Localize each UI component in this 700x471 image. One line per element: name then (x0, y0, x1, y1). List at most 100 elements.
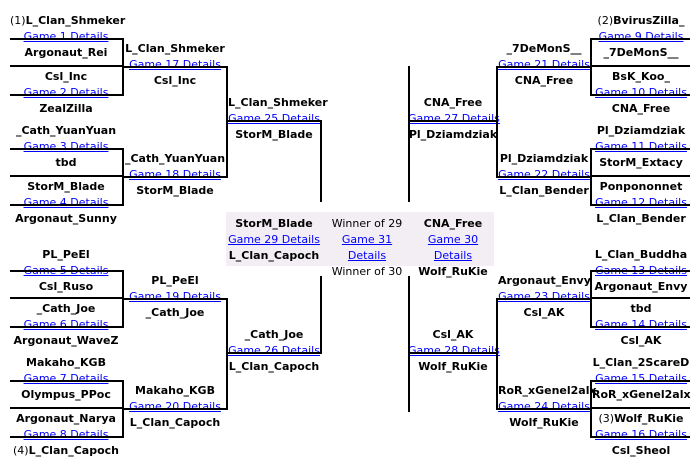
match-game-23: Argonaut_Envy Game 23 Details Csl_AK (498, 273, 591, 321)
game-15-details-link[interactable]: Game 15 Details (595, 372, 687, 385)
game-27-details-link[interactable]: Game 27 Details (408, 112, 500, 125)
game-24-details-link[interactable]: Game 24 Details (498, 400, 590, 413)
game-18-details-link[interactable]: Game 18 Details (129, 168, 221, 181)
match-game-9: (2)BvirusZilla_ Game 9 Details _7DeMonS_… (592, 13, 690, 61)
player-bottom: Csl_Ruso (38, 280, 94, 293)
player-bottom: (4)L_Clan_Capoch (13, 444, 119, 457)
game-12-details-link[interactable]: Game 12 Details (595, 196, 687, 209)
match-game-8: Argonaut_Narya Game 8 Details (4)L_Clan_… (10, 411, 122, 459)
game-16-details-link[interactable]: Game 16 Details (595, 428, 687, 441)
bracket-line (320, 120, 322, 202)
game-6-details-link[interactable]: Game 6 Details (23, 318, 109, 331)
player-top: Makaho_KGB (26, 356, 106, 369)
bracket-line (10, 407, 124, 409)
game-22-details-link[interactable]: Game 22 Details (498, 168, 590, 181)
bracket-line (496, 298, 498, 410)
player-bottom: StorM_Blade (235, 128, 313, 141)
bracket-line (10, 94, 124, 96)
bracket-line (408, 120, 498, 122)
match-game-26: _Cath_Joe Game 26 Details L_Clan_Capoch (228, 327, 320, 375)
finals-panel (226, 212, 494, 266)
match-game-24: RoR_xGenel2alx Game 24 Details Wolf_RuKi… (498, 383, 597, 431)
game-29-details-link[interactable]: Game 29 Details (228, 233, 320, 246)
player-bottom: Wolf_RuKie (418, 360, 488, 373)
match-game-20: Makaho_KGB Game 20 Details L_Clan_Capoch (122, 383, 228, 431)
bracket-line (10, 148, 124, 150)
game-14-details-link[interactable]: Game 14 Details (595, 318, 687, 331)
player-top: (2)BvirusZilla_ (597, 14, 685, 27)
game-7-details-link[interactable]: Game 7 Details (23, 372, 109, 385)
match-game-15: L_Clan_2ScareD Game 15 Details RoR_xGene… (592, 355, 691, 403)
game-1-details-link[interactable]: Game 1 Details (23, 30, 109, 43)
game-4-details-link[interactable]: Game 4 Details (23, 196, 109, 209)
player-top: CNA_Free (423, 217, 483, 230)
player-bottom: RoR_xGenel2alx (592, 388, 691, 401)
game-10-details-link[interactable]: Game 10 Details (595, 86, 687, 99)
game-8-details-link[interactable]: Game 8 Details (23, 428, 109, 441)
player-bottom: L_Clan_Bender (596, 212, 686, 225)
player-bottom: StorM_Extacy (599, 156, 683, 169)
game-30-details-link[interactable]: Game 30 Details (427, 233, 479, 262)
player-top: _Cath_Joe (36, 302, 96, 315)
match-game-11: Pl_Dziamdziak Game 11 Details StorM_Exta… (592, 123, 690, 171)
player-bottom: CNA_Free (514, 74, 574, 87)
bracket-line (496, 176, 592, 178)
bracket-line (226, 66, 228, 178)
player-top: PL_PeEl (151, 274, 199, 287)
final-top-slot: Winner of 29 (331, 217, 403, 230)
player-top: _7DeMonS__ (506, 42, 582, 55)
game-20-details-link[interactable]: Game 20 Details (129, 400, 221, 413)
game-21-details-link[interactable]: Game 21 Details (498, 58, 590, 71)
bracket-line (590, 436, 690, 438)
player-bottom: Argonaut_Envy (594, 280, 688, 293)
game-23-details-link[interactable]: Game 23 Details (498, 290, 590, 303)
player-bottom: StorM_Blade (136, 184, 214, 197)
player-top: StorM_Blade (27, 180, 105, 193)
player-top: BsK_Koo_ (612, 70, 670, 83)
bracket-line (10, 65, 124, 67)
player-top: L_Clan_2ScareD (592, 356, 690, 369)
bracket-line (590, 38, 690, 40)
bracket-line (496, 66, 498, 178)
match-game-21: _7DeMonS__ Game 21 Details CNA_Free (498, 41, 590, 89)
game-3-details-link[interactable]: Game 3 Details (23, 140, 109, 153)
bracket-line (122, 66, 226, 68)
player-top: L_Clan_Shmeker (228, 96, 328, 109)
player-bottom: L_Clan_Capoch (228, 360, 320, 373)
player-top: L_Clan_Buddha (594, 248, 688, 261)
bracket-line (590, 94, 690, 96)
game-31-details-link[interactable]: Game 31 Details (341, 233, 393, 262)
player-bottom: CNA_Free (611, 102, 671, 115)
player-bottom: ZealZilla (39, 102, 93, 115)
player-top: StorM_Blade (235, 217, 313, 230)
match-game-2: Csl_Inc Game 2 Details ZealZilla (10, 69, 122, 117)
match-game-28: Csl_AK Game 28 Details Wolf_RuKie (408, 327, 500, 375)
player-top: Pl_Dziamdziak (499, 152, 589, 165)
bracket-line (226, 352, 322, 354)
match-game-4: StorM_Blade Game 4 Details Argonaut_Sunn… (10, 179, 122, 227)
bracket-line (10, 270, 124, 272)
game-17-details-link[interactable]: Game 17 Details (129, 58, 221, 71)
match-game-1: (1)L_Clan_Shmeker Game 1 Details Argonau… (10, 13, 125, 61)
bracket-line (10, 380, 124, 382)
player-top: Argonaut_Envy (498, 274, 591, 287)
bracket-line (590, 326, 690, 328)
bracket-line (226, 120, 322, 122)
game-19-details-link[interactable]: Game 19 Details (129, 290, 221, 303)
match-game-27: CNA_Free Game 27 Details Pl_Dziamdziak (408, 95, 500, 143)
player-bottom: Wolf_RuKie (418, 265, 488, 278)
player-bottom: Argonaut_WaveZ (13, 334, 119, 347)
game-28-details-link[interactable]: Game 28 Details (408, 344, 500, 357)
player-top: L_Clan_Shmeker (125, 42, 225, 55)
bracket-line (408, 276, 410, 412)
game-26-details-link[interactable]: Game 26 Details (228, 344, 320, 357)
player-top: _Cath_YuanYuan (124, 152, 226, 165)
game-25-details-link[interactable]: Game 25 Details (228, 112, 320, 125)
match-game-25: L_Clan_Shmeker Game 25 Details StorM_Bla… (228, 95, 328, 143)
match-game-22: Pl_Dziamdziak Game 22 Details L_Clan_Ben… (498, 151, 590, 199)
player-top: (3)Wolf_RuKie (598, 412, 684, 425)
game-11-details-link[interactable]: Game 11 Details (595, 140, 687, 153)
bracket-line (590, 297, 690, 299)
game-9-details-link[interactable]: Game 9 Details (598, 30, 684, 43)
game-2-details-link[interactable]: Game 2 Details (23, 86, 109, 99)
